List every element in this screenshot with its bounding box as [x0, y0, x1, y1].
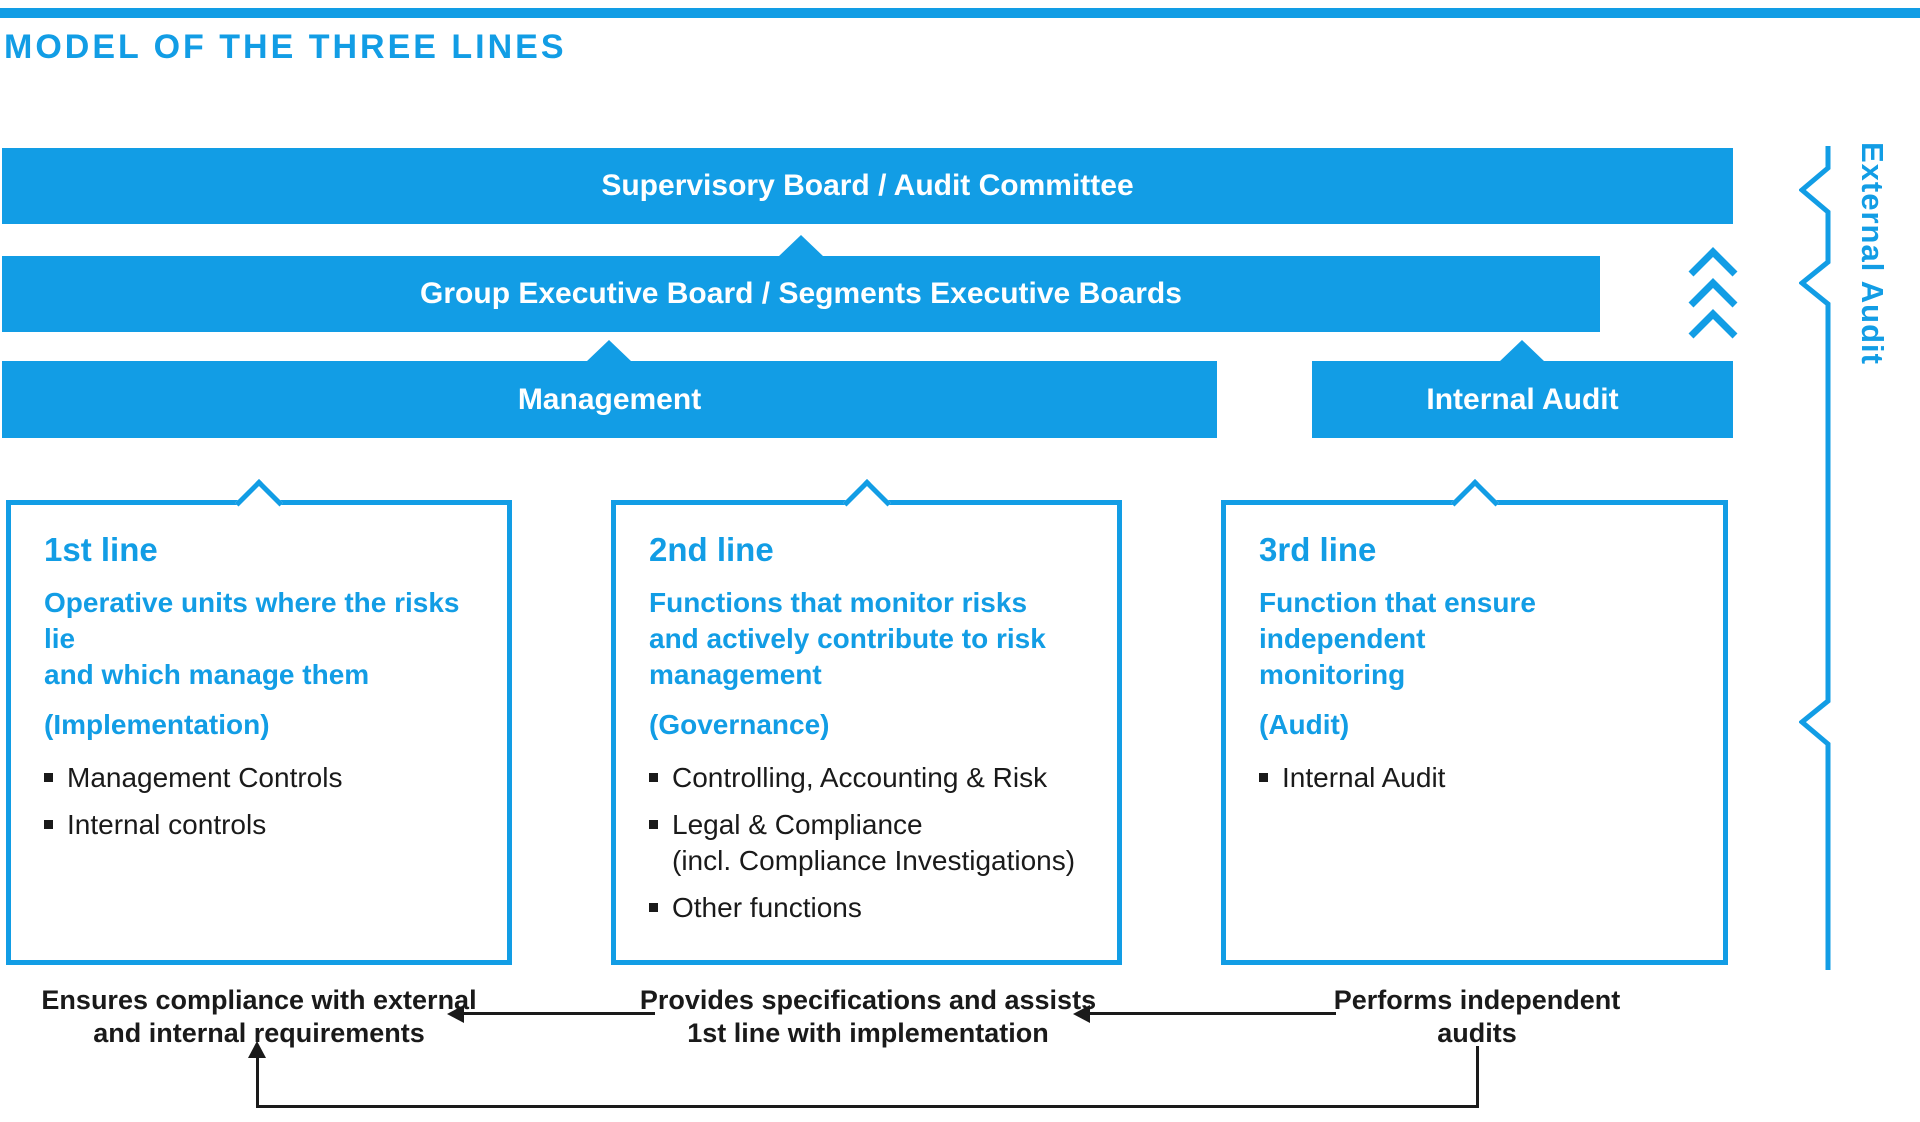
feedback-line-down [1476, 1046, 1479, 1108]
external-audit-bracket-icon [1799, 146, 1831, 970]
up-pointer-icon [778, 235, 824, 257]
arrow-line [1089, 1012, 1336, 1015]
box-heading: 2nd line [649, 531, 774, 568]
arrow-line [463, 1012, 655, 1015]
bar-supervisory-board: Supervisory Board / Audit Committee [2, 148, 1733, 224]
bar-management: Management [2, 340, 1217, 438]
list-item: Management Controls [44, 760, 487, 796]
list-item: Other functions [649, 890, 1097, 926]
list-item: Legal & Compliance(incl. Compliance Inve… [649, 807, 1097, 879]
box-heading: 1st line [44, 531, 158, 568]
square-bullet-icon [1259, 773, 1268, 782]
bullet-list: Controlling, Accounting & Risk Legal & C… [649, 760, 1097, 937]
square-bullet-icon [44, 820, 53, 829]
bar-supervisory-label: Supervisory Board / Audit Committee [601, 169, 1134, 202]
arrow-left-icon [447, 1005, 464, 1023]
box-heading: 3rd line [1259, 531, 1377, 568]
arrow-up-icon [248, 1041, 266, 1058]
bar-internal-audit: Internal Audit [1312, 340, 1733, 438]
box-1st-line: 1st line Operative units where the risks… [6, 478, 512, 965]
box-3rd-line: 3rd line Function that ensure independen… [1221, 478, 1728, 965]
box-description: Function that ensure independent monitor… [1259, 587, 1536, 690]
external-audit-label: External Audit [1855, 142, 1890, 365]
bar-group-executive-board: Group Executive Board / Segments Executi… [2, 235, 1600, 332]
caption-3rd-line: Performs independent audits [1333, 985, 1621, 1048]
square-bullet-icon [44, 773, 53, 782]
caption-1st-line: Ensures compliance with external and int… [41, 985, 477, 1048]
square-bullet-icon [649, 903, 658, 912]
bar-management-label: Management [517, 382, 702, 416]
arrow-left-icon [1073, 1005, 1090, 1023]
box-parenthetical: (Audit) [1259, 709, 1350, 740]
up-chevrons-icon [1688, 247, 1738, 339]
bar-internal-audit-label: Internal Audit [1426, 382, 1619, 416]
up-pointer-icon [1499, 340, 1545, 362]
square-bullet-icon [649, 773, 658, 782]
box-parenthetical: (Implementation) [44, 709, 270, 740]
page-title: MODEL OF THE THREE LINES [4, 28, 567, 66]
top-rule [0, 8, 1920, 18]
bullet-list: Management Controls Internal controls [44, 760, 487, 854]
box-parenthetical: (Governance) [649, 709, 830, 740]
list-item: Controlling, Accounting & Risk [649, 760, 1097, 796]
list-item: Internal controls [44, 807, 487, 843]
feedback-line-bottom [256, 1105, 1479, 1108]
bar-group-label: Group Executive Board / Segments Executi… [420, 277, 1182, 310]
up-pointer-icon [586, 340, 632, 362]
box-description: Functions that monitor risks and activel… [649, 587, 1046, 690]
list-item: Internal Audit [1259, 760, 1703, 796]
caption-2nd-line: Provides specifications and assists 1st … [639, 985, 1097, 1048]
box-2nd-line: 2nd line Functions that monitor risks an… [611, 478, 1122, 965]
square-bullet-icon [649, 820, 658, 829]
box-description: Operative units where the risks lie and … [44, 587, 460, 690]
feedback-line-up [256, 1057, 259, 1108]
bullet-list: Internal Audit [1259, 760, 1703, 807]
